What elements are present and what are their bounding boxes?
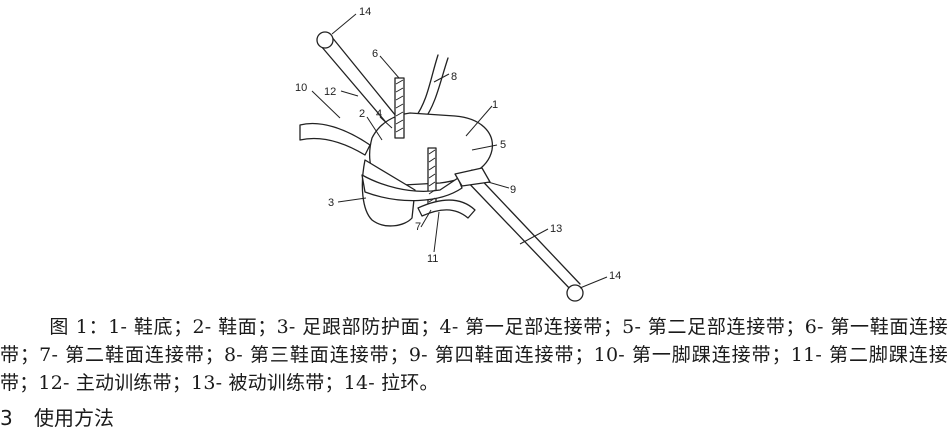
pull-ring-bottom	[566, 284, 584, 302]
upper-strap-6	[394, 77, 405, 139]
callout-3: 3	[328, 197, 334, 209]
callout-9: 9	[510, 184, 516, 196]
upper-strap-9	[454, 167, 491, 187]
pull-ring-top	[316, 31, 334, 49]
ankle-strap-lower	[417, 199, 476, 219]
section-number: 3	[0, 406, 13, 430]
callout-13: 13	[550, 223, 562, 235]
section-heading: 3 使用方法	[0, 404, 114, 432]
wrap-band	[361, 174, 463, 202]
figure-caption: 图 1：1- 鞋底；2- 鞋面；3- 足跟部防护面；4- 第一足部连接带；5- …	[0, 313, 948, 397]
section-title: 使用方法	[34, 406, 114, 430]
upper-strap-right	[414, 54, 449, 121]
callout-14-top: 14	[359, 6, 371, 18]
callout-4: 4	[376, 108, 382, 120]
callout-1: 1	[492, 99, 498, 111]
callout-2: 2	[359, 108, 365, 120]
callout-8: 8	[451, 71, 457, 83]
shoe-diagram: 14 6 8 10 12 2 4 1 5 9 3 7 11 13 14	[295, 6, 621, 302]
figure-1: 14 6 8 10 12 2 4 1 5 9 3 7 11 13 14	[295, 6, 621, 302]
callout-5: 5	[500, 139, 506, 151]
callout-7: 7	[415, 221, 421, 233]
upper-strap-7	[427, 147, 437, 211]
callout-6: 6	[372, 48, 378, 60]
callout-12: 12	[324, 86, 336, 98]
callout-10: 10	[295, 82, 307, 94]
callout-11: 11	[427, 253, 438, 265]
ankle-strap-left	[299, 122, 371, 156]
callout-14-bottom: 14	[609, 270, 621, 282]
caption-text: 图 1：1- 鞋底；2- 鞋面；3- 足跟部防护面；4- 第一足部连接带；5- …	[0, 316, 948, 394]
passive-training-strap	[461, 169, 581, 292]
